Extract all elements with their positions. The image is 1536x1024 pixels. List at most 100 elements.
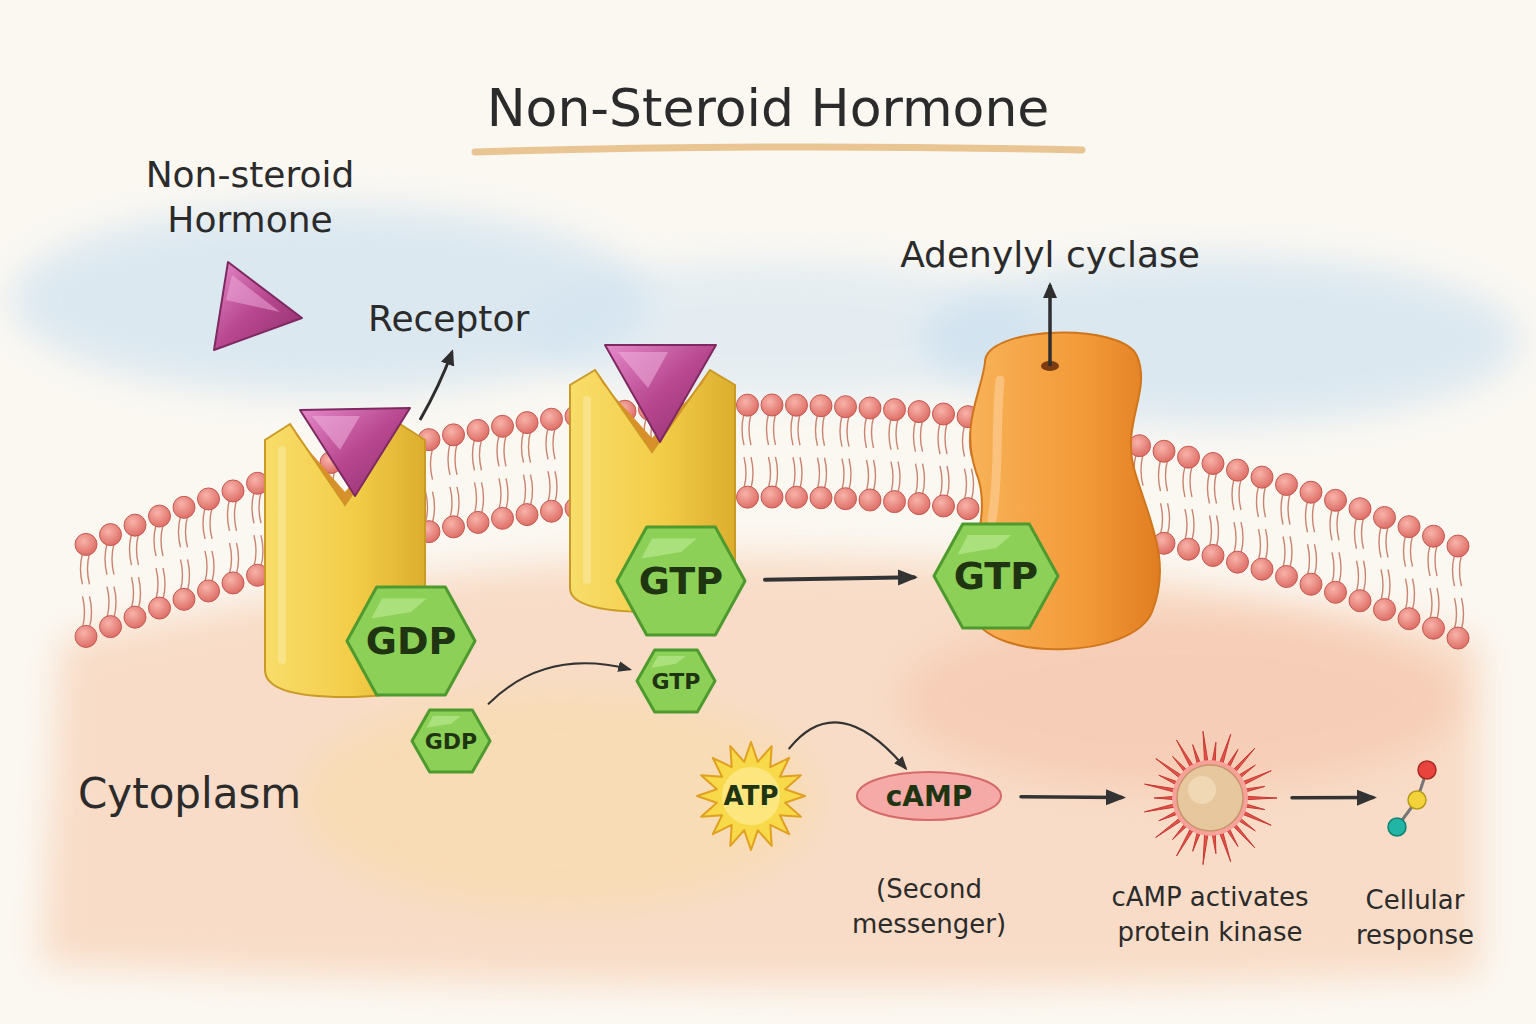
lipid-tail	[1355, 518, 1357, 549]
lipid-tail	[553, 428, 555, 459]
lipid-head	[541, 408, 563, 430]
lipid-head	[516, 412, 538, 434]
lipid-tail	[767, 414, 769, 445]
lipid-tail	[186, 516, 188, 547]
lipid-head	[173, 588, 195, 610]
lipid-tail	[1339, 552, 1341, 583]
lipid-tail	[1315, 544, 1317, 575]
lipid-tail	[1159, 460, 1161, 491]
lipid-head	[761, 394, 783, 416]
cellular-response-outline	[1385, 755, 1445, 840]
lipid-tail	[793, 457, 795, 488]
lipid-head	[810, 487, 832, 509]
node-text: GTP	[652, 669, 701, 694]
lipid-tail	[751, 457, 753, 488]
lipid-head	[443, 424, 465, 446]
lipid-head	[124, 606, 146, 628]
lipid-head	[1300, 481, 1322, 503]
lipid-head	[149, 597, 171, 619]
lipid-tail	[1183, 466, 1185, 497]
node-caption: Cellular response	[1330, 883, 1500, 953]
lipid-tail	[889, 419, 891, 450]
lipid-head	[1447, 627, 1469, 649]
lipid-head	[957, 498, 979, 520]
lipid-tail	[940, 466, 942, 497]
lipid-tail	[1428, 545, 1430, 576]
lipid-head	[1300, 573, 1322, 595]
lipid-head	[173, 496, 195, 518]
lipid-head	[1398, 516, 1420, 538]
lipid-tail	[847, 416, 849, 447]
part-label: Receptor	[368, 296, 588, 341]
lipid-tail	[938, 423, 940, 454]
lipid-head	[1325, 489, 1347, 511]
watercolor-wash	[10, 205, 1520, 988]
lipid-tail	[433, 492, 435, 523]
lipid-tail	[865, 417, 867, 448]
flow-arrow	[489, 663, 630, 703]
lipid-head	[1251, 466, 1273, 488]
lipid-tail	[1241, 522, 1243, 553]
protein-kinase-outline	[1140, 730, 1280, 866]
lipid-tail	[842, 459, 844, 490]
lipid-tail	[137, 534, 139, 565]
lipid-tail	[965, 469, 967, 500]
flow-arrow	[1292, 796, 1373, 800]
lipid-head	[467, 419, 489, 441]
lipid-head	[1276, 565, 1298, 587]
lipid-head	[467, 511, 489, 533]
lipid-head	[1423, 525, 1445, 547]
lipid-tail	[1413, 579, 1415, 610]
lipid-head	[198, 580, 220, 602]
lipid-tail	[816, 415, 818, 446]
lipid-head	[1398, 608, 1420, 630]
lipid-tail	[1215, 472, 1217, 503]
lipid-head	[1202, 544, 1224, 566]
cellular-response: Cellular response	[1385, 755, 1445, 840]
lipid-tail	[1453, 555, 1455, 586]
lipid-tail	[1210, 515, 1212, 546]
lipid-tail	[963, 426, 965, 457]
leader-arrow	[420, 352, 452, 420]
lipid-tail	[867, 460, 869, 491]
lipid-tail	[1239, 479, 1241, 510]
lipid-tail	[431, 449, 433, 480]
lipid-tail	[132, 577, 134, 608]
lipid-tail	[448, 444, 450, 475]
lipid-tail	[1185, 509, 1187, 540]
lipid-tail	[1337, 509, 1339, 540]
lipid-tail	[972, 469, 974, 500]
lipid-tail	[1257, 486, 1259, 517]
lipid-head	[222, 480, 244, 502]
lipid-head	[1349, 498, 1371, 520]
lipid-head	[859, 397, 881, 419]
lipid-tail	[1161, 503, 1163, 534]
lipid-tail	[742, 414, 744, 445]
lipid-tail	[769, 457, 771, 488]
lipid-tail	[1290, 536, 1292, 567]
lipid-head	[1447, 535, 1469, 557]
lipid-tail	[114, 587, 116, 618]
lipid-tail	[1386, 527, 1388, 558]
lipid-tail	[522, 432, 524, 463]
lipid-tail	[1330, 509, 1332, 540]
lipid-tail	[1462, 598, 1464, 629]
lipid-tail	[228, 500, 230, 531]
lipid-head	[443, 516, 465, 538]
lipid-head	[835, 396, 857, 418]
node-text: ATP	[724, 781, 779, 811]
lipid-tail	[1332, 552, 1334, 583]
lipid-tail	[1435, 545, 1437, 576]
protein-kinase: cAMP activates protein kinase	[1140, 730, 1280, 866]
lipid-tail	[81, 553, 83, 584]
lipid-tail	[450, 487, 452, 518]
lipid-head	[810, 395, 832, 417]
free-hormone	[214, 262, 302, 350]
lipid-tail	[506, 478, 508, 509]
lipid-tail	[1141, 455, 1143, 486]
lipid-tail	[1430, 588, 1432, 619]
lipid-head	[884, 399, 906, 421]
lipid-tail	[252, 492, 254, 523]
lipid-head	[1374, 507, 1396, 529]
